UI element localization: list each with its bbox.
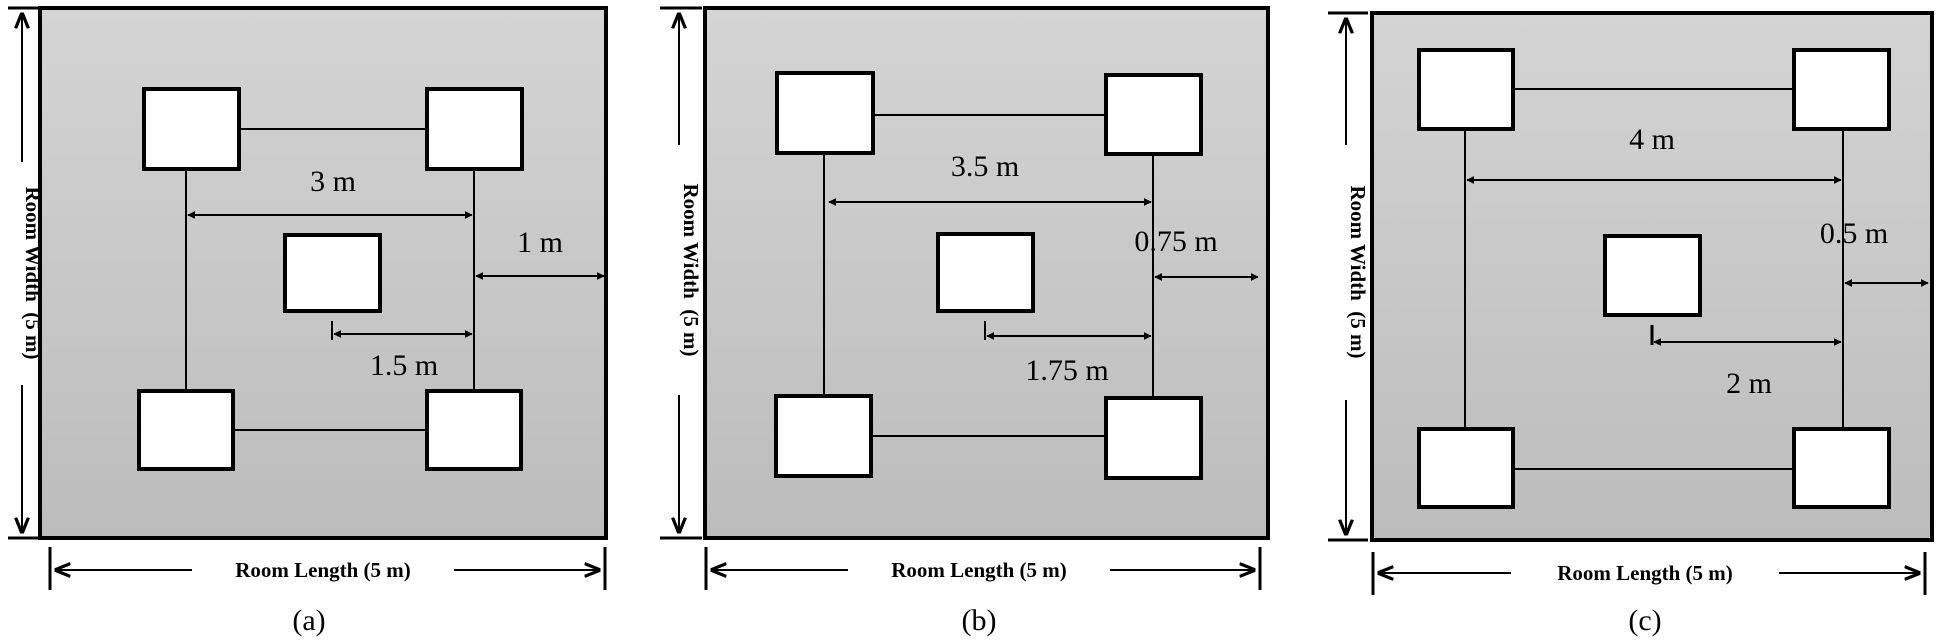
light-top-left-c [1417,48,1515,131]
light-bottom-left-a [137,389,235,471]
edge-label-b: 0.75 m [1134,225,1217,258]
light-top-right-c [1792,48,1891,131]
room-width-dimension-c: Room Width (5 m) [1328,11,1370,542]
spacing-label-b: 3.5 m [951,150,1019,183]
light-bottom-right-b [1104,396,1203,480]
spacing-label-c: 4 m [1629,123,1675,156]
light-bottom-right-c [1792,427,1891,509]
room-width-dimension-a: Room Width (5 m) [8,6,45,540]
center-label-b: 1.75 m [1025,354,1108,387]
room-length-label-c: Room Length (5 m) [1557,561,1733,585]
light-bottom-right-a [425,389,523,471]
light-bottom-left-c [1417,427,1515,509]
center-label-a: 1.5 m [370,349,438,382]
edge-label-c: 0.5 m [1820,217,1888,250]
connector-lines-c [1464,88,1844,470]
room-length-dimension-b: Room Length (5 m) [704,547,1262,590]
room-length-label-a: Room Length (5 m) [235,558,411,582]
light-center-b [936,232,1035,313]
room-length-dimension-a: Room Length (5 m) [48,547,607,590]
room-width-label-c: Room Width (5 m) [1346,185,1370,358]
light-top-left-b [775,71,875,155]
light-top-left-a [142,87,241,171]
light-top-right-b [1104,73,1203,156]
edge-label-a: 1 m [517,226,563,259]
connector-lines-b [823,114,1154,437]
light-center-c [1603,234,1702,317]
room-width-label-b: Room Width (5 m) [679,183,703,356]
center-label-c: 2 m [1726,367,1772,400]
light-center-a [283,233,382,313]
room-length-label-b: Room Length (5 m) [891,558,1067,582]
spacing-label-a: 3 m [310,165,356,198]
room-width-dimension-b: Room Width (5 m) [660,6,703,540]
caption-a: (a) [292,604,325,637]
panel-b: Room Width (5 m) Room Length (5 m) 3.5 m… [660,6,1270,637]
light-bottom-left-b [774,394,873,478]
panel-c: Room Width (5 m) Room Length (5 m) 4 m 0… [1328,11,1934,637]
connector-lines-a [185,128,475,431]
panel-a: Room Width (5 m) Room Length (5 m) 3 m [8,6,608,637]
room-width-label-a: Room Width (5 m) [21,186,45,359]
caption-b: (b) [962,604,997,637]
light-top-right-a [425,87,524,171]
caption-c: (c) [1628,604,1661,637]
room-length-dimension-c: Room Length (5 m) [1371,552,1927,595]
